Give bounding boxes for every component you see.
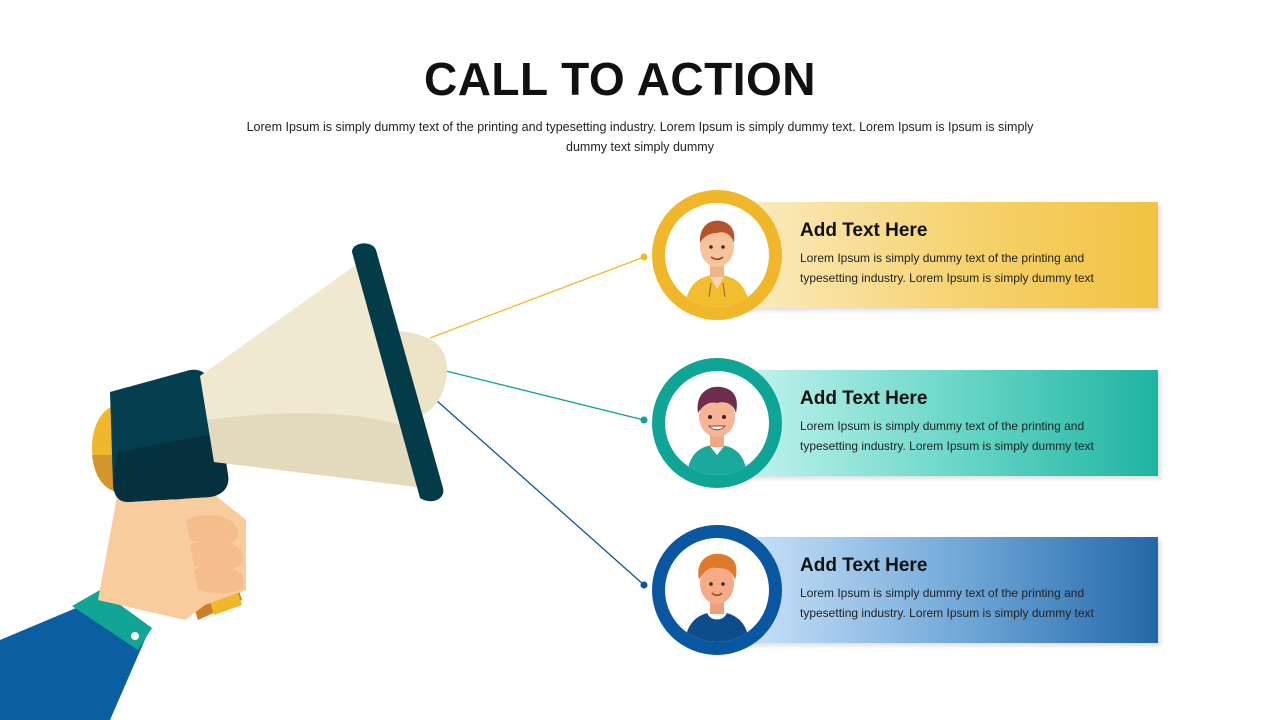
megaphone-icon [0, 243, 448, 720]
card-text: Lorem Ipsum is simply dummy text of the … [800, 251, 1094, 285]
connector-line-2 [445, 370, 645, 421]
card-text: Lorem Ipsum is simply dummy text of the … [800, 419, 1094, 453]
avatar-ring-2 [652, 358, 782, 488]
card-heading: Add Text Here [800, 388, 928, 409]
card-text: Lorem Ipsum is simply dummy text of the … [800, 586, 1094, 620]
card-heading: Add Text Here [800, 220, 928, 241]
action-card-2: Add Text Here Lorem Ipsum is simply dumm… [730, 370, 1158, 476]
connector-dot-2 [640, 416, 648, 424]
page-title: CALL TO ACTION [423, 53, 817, 105]
page-subtitle: Lorem Ipsum is simply dummy text of the … [246, 120, 1034, 154]
connector-line-1 [429, 256, 645, 339]
connector-line-3 [435, 399, 645, 586]
connector-lines [429, 253, 648, 589]
person-avatar-icon [687, 386, 747, 475]
person-avatar-icon [685, 220, 749, 307]
card-heading: Add Text Here [800, 555, 928, 576]
action-card-3: Add Text Here Lorem Ipsum is simply dumm… [730, 537, 1158, 643]
person-avatar-icon [685, 553, 749, 642]
avatar-ring-3 [652, 525, 782, 655]
connector-dot-3 [640, 581, 648, 589]
avatar-ring-1 [652, 190, 782, 320]
connector-dot-1 [640, 253, 648, 261]
action-card-1: Add Text Here Lorem Ipsum is simply dumm… [730, 202, 1158, 308]
